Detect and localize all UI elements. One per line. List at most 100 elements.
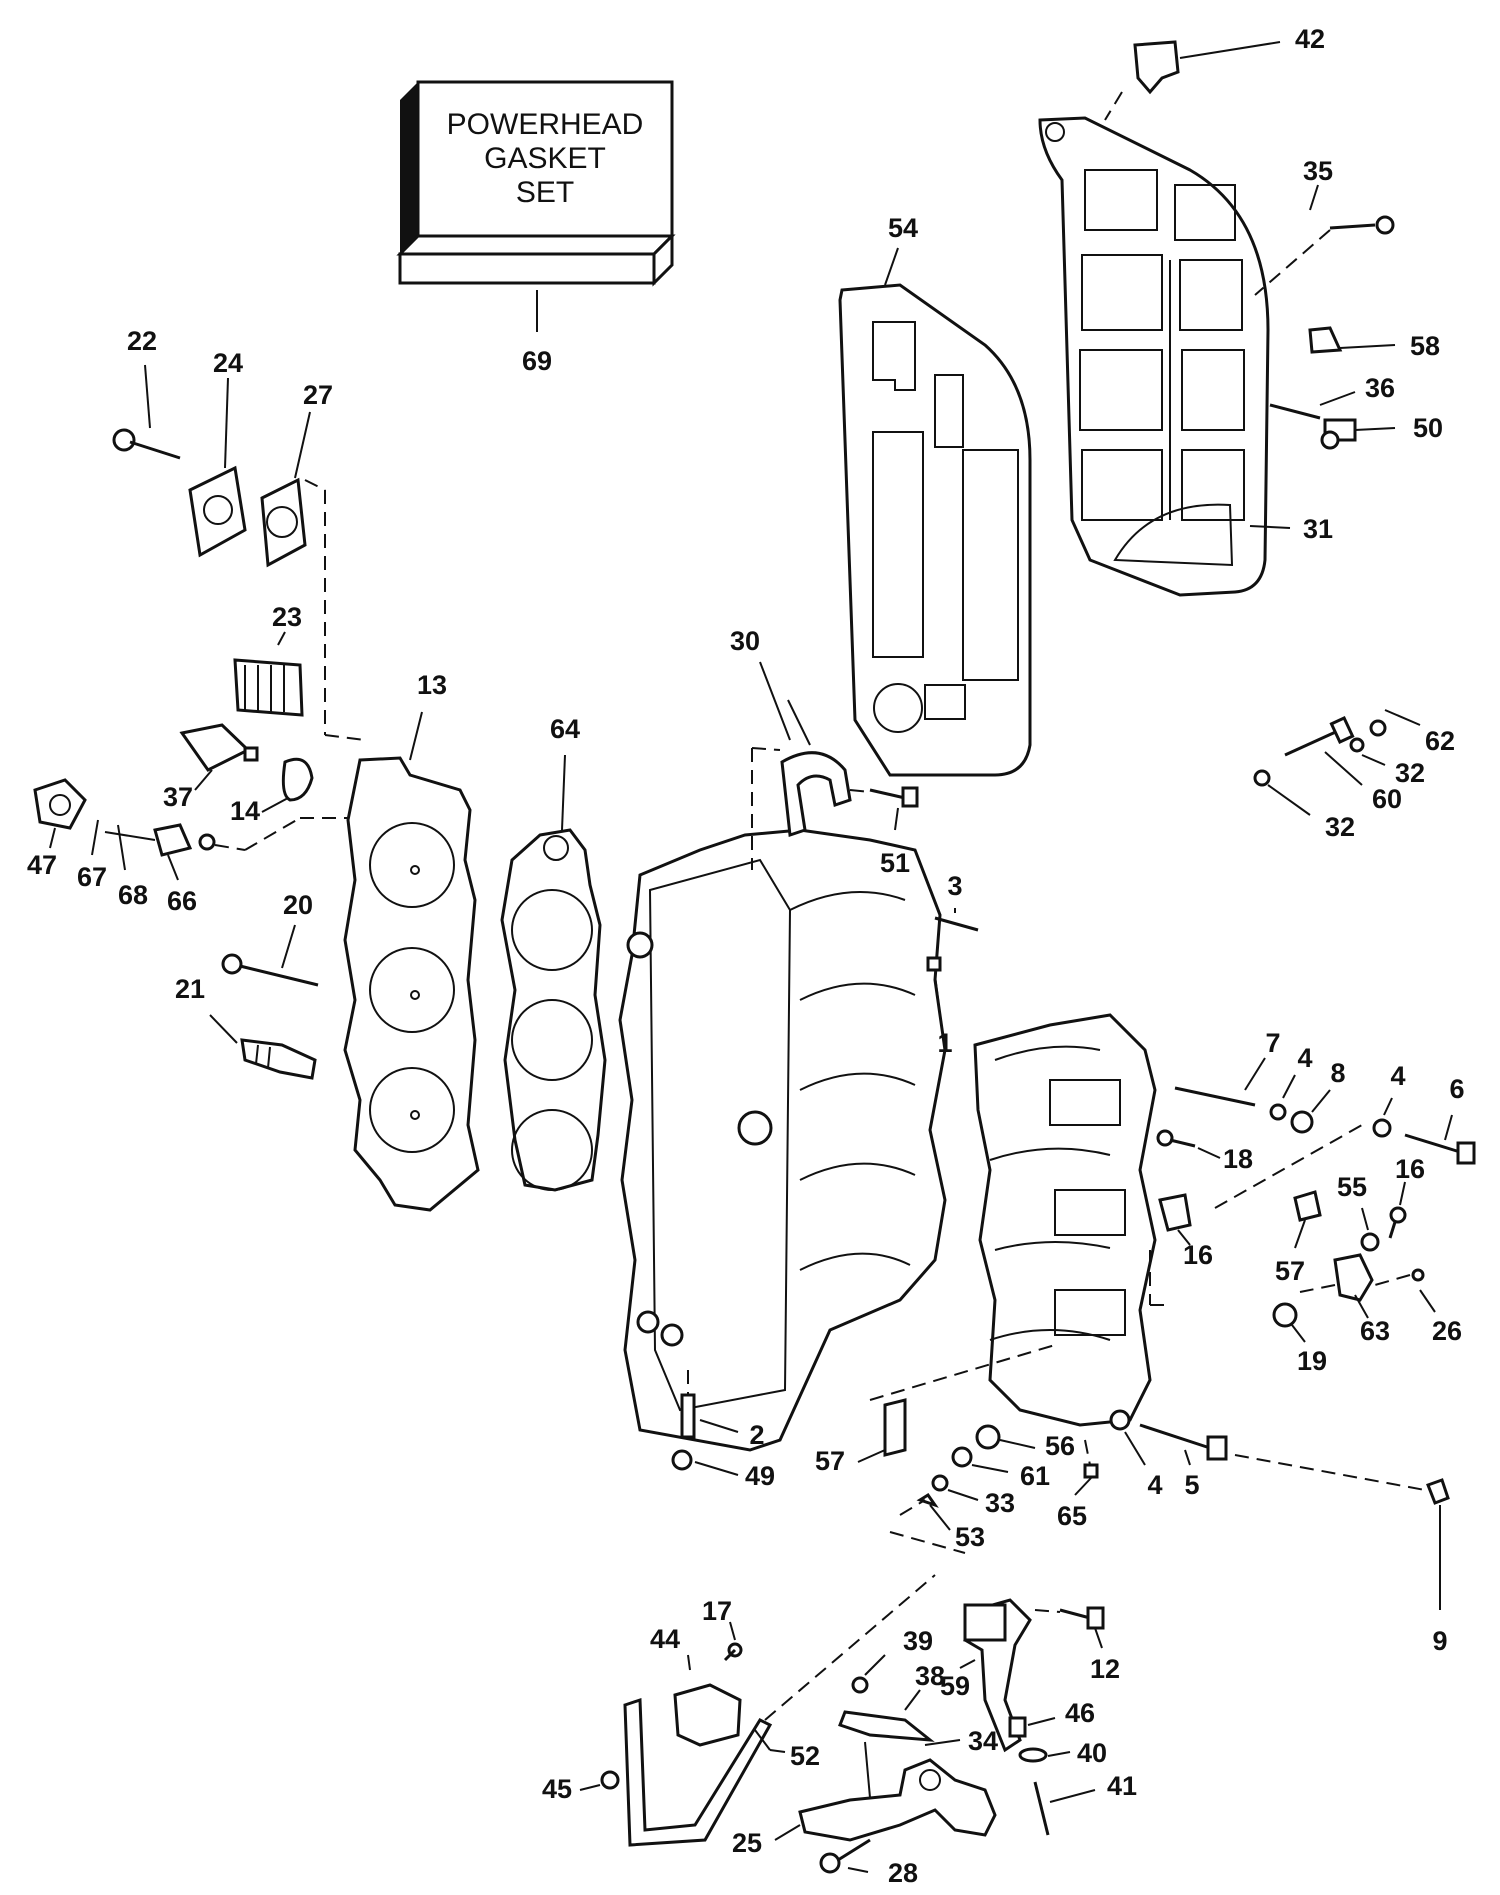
pin-36[interactable]: [1269, 403, 1321, 420]
plate-38[interactable]: [838, 1710, 935, 1742]
callout-44: 44: [650, 1624, 680, 1654]
bolt-6[interactable]: [1404, 1133, 1476, 1165]
bracket-63[interactable]: [1333, 1253, 1374, 1302]
cotter-53[interactable]: [916, 1492, 939, 1508]
screw-26[interactable]: [1411, 1268, 1425, 1282]
sensor-37[interactable]: [179, 723, 259, 772]
spring-23[interactable]: [233, 658, 304, 717]
callout-24: 24: [213, 348, 243, 378]
sensor-10[interactable]: [1293, 1190, 1322, 1222]
callout-38: 38: [915, 1661, 945, 1691]
bracket-44[interactable]: [673, 1683, 742, 1747]
callout-17: 17: [702, 1596, 732, 1626]
clip-57a[interactable]: [1158, 1193, 1192, 1232]
callout-45: 45: [542, 1774, 572, 1804]
fitting-65[interactable]: [1083, 1463, 1099, 1479]
dowel-1[interactable]: [926, 956, 942, 972]
bolt-5[interactable]: [1139, 1423, 1228, 1461]
callout-9: 9: [1432, 1626, 1447, 1656]
stud-60[interactable]: [1284, 715, 1355, 757]
washers-32-62[interactable]: [1253, 719, 1387, 787]
callout-1: 1: [937, 1028, 952, 1058]
callout-20: 20: [283, 890, 313, 920]
valve-66[interactable]: [153, 823, 216, 857]
callout-68: 68: [118, 880, 148, 910]
callout-54: 54: [888, 213, 918, 243]
callout-37: 37: [163, 782, 193, 812]
crankcase[interactable]: [973, 1013, 1157, 1427]
callout-35: 35: [1303, 156, 1333, 186]
cylinder-head-13[interactable]: [343, 756, 480, 1212]
screw-22[interactable]: [112, 428, 181, 460]
screw-16[interactable]: [1388, 1206, 1407, 1239]
callout-27: 27: [303, 380, 333, 410]
clip-58[interactable]: [1308, 326, 1343, 354]
callout-60: 60: [1372, 784, 1402, 814]
callout-7: 7: [1265, 1028, 1280, 1058]
callout-50: 50: [1413, 413, 1443, 443]
stud-7[interactable]: [1174, 1086, 1256, 1107]
cylinder-block[interactable]: [618, 828, 947, 1452]
bushing-14[interactable]: [281, 757, 314, 802]
spring-46[interactable]: [1008, 1716, 1027, 1738]
washer-61[interactable]: [951, 1446, 973, 1468]
throttle-cam-25[interactable]: [798, 1758, 997, 1842]
callout-42: 42: [1295, 24, 1325, 54]
fitting-50[interactable]: [1320, 418, 1357, 450]
washer-4b[interactable]: [1372, 1118, 1392, 1138]
clip-57b[interactable]: [883, 1398, 907, 1457]
gasket-box-line-3: SET: [516, 176, 574, 209]
thermostat-cover-24[interactable]: [188, 465, 247, 558]
callout-4c: 4: [1147, 1470, 1162, 1500]
callout-51: 51: [880, 848, 910, 878]
callout-4b: 4: [1390, 1061, 1405, 1091]
washer-33[interactable]: [931, 1474, 949, 1492]
gasket-set-box[interactable]: POWERHEAD GASKET SET: [396, 80, 676, 287]
bolt-20[interactable]: [221, 953, 319, 987]
nut-45[interactable]: [600, 1770, 620, 1790]
callout-58: 58: [1410, 331, 1440, 361]
lift-bracket-30[interactable]: [780, 751, 852, 838]
washer-55[interactable]: [1360, 1232, 1380, 1252]
thermostat-gasket-27[interactable]: [260, 477, 307, 568]
washer-40[interactable]: [1018, 1747, 1048, 1763]
callout-32a: 32: [1395, 758, 1425, 788]
fitting-9[interactable]: [1426, 1478, 1450, 1505]
screw-28[interactable]: [819, 1838, 871, 1874]
fitting-19[interactable]: [1272, 1302, 1298, 1328]
exhaust-cover-gasket[interactable]: [838, 283, 1032, 777]
callout-30: 30: [730, 626, 760, 656]
fitting-47[interactable]: [33, 778, 87, 830]
callout-4a: 4: [1297, 1043, 1312, 1073]
pin-3[interactable]: [934, 916, 979, 932]
screw-17[interactable]: [723, 1642, 743, 1662]
lever-52[interactable]: [623, 1697, 773, 1847]
nut-49[interactable]: [671, 1449, 693, 1471]
callout-26: 26: [1432, 1316, 1462, 1346]
screw-35[interactable]: [1329, 215, 1395, 235]
washer-4c[interactable]: [1109, 1409, 1131, 1431]
head-gasket-64[interactable]: [500, 828, 607, 1192]
spark-plug-21[interactable]: [240, 1038, 317, 1080]
plug-42[interactable]: [1133, 40, 1180, 95]
gasket-box-line-2: GASKET: [484, 142, 606, 175]
callout-14: 14: [230, 796, 260, 826]
bolt-12[interactable]: [1059, 1606, 1105, 1630]
nut-56[interactable]: [975, 1424, 1001, 1450]
callout-6: 6: [1449, 1074, 1464, 1104]
callout-61: 61: [1020, 1461, 1050, 1491]
nut-8[interactable]: [1290, 1110, 1314, 1134]
callout-3: 3: [947, 871, 962, 901]
stud-41[interactable]: [1033, 1781, 1050, 1836]
callout-63: 63: [1360, 1316, 1390, 1346]
arm-59[interactable]: [963, 1598, 1032, 1753]
stud-2[interactable]: [680, 1393, 696, 1439]
exhaust-cover[interactable]: [1038, 116, 1270, 597]
callout-21: 21: [175, 974, 205, 1004]
bolt-51[interactable]: [869, 786, 919, 808]
screw-39[interactable]: [851, 1676, 869, 1694]
washer-4a[interactable]: [1269, 1103, 1287, 1121]
callout-5: 5: [1184, 1470, 1199, 1500]
screw-18[interactable]: [1156, 1129, 1196, 1148]
